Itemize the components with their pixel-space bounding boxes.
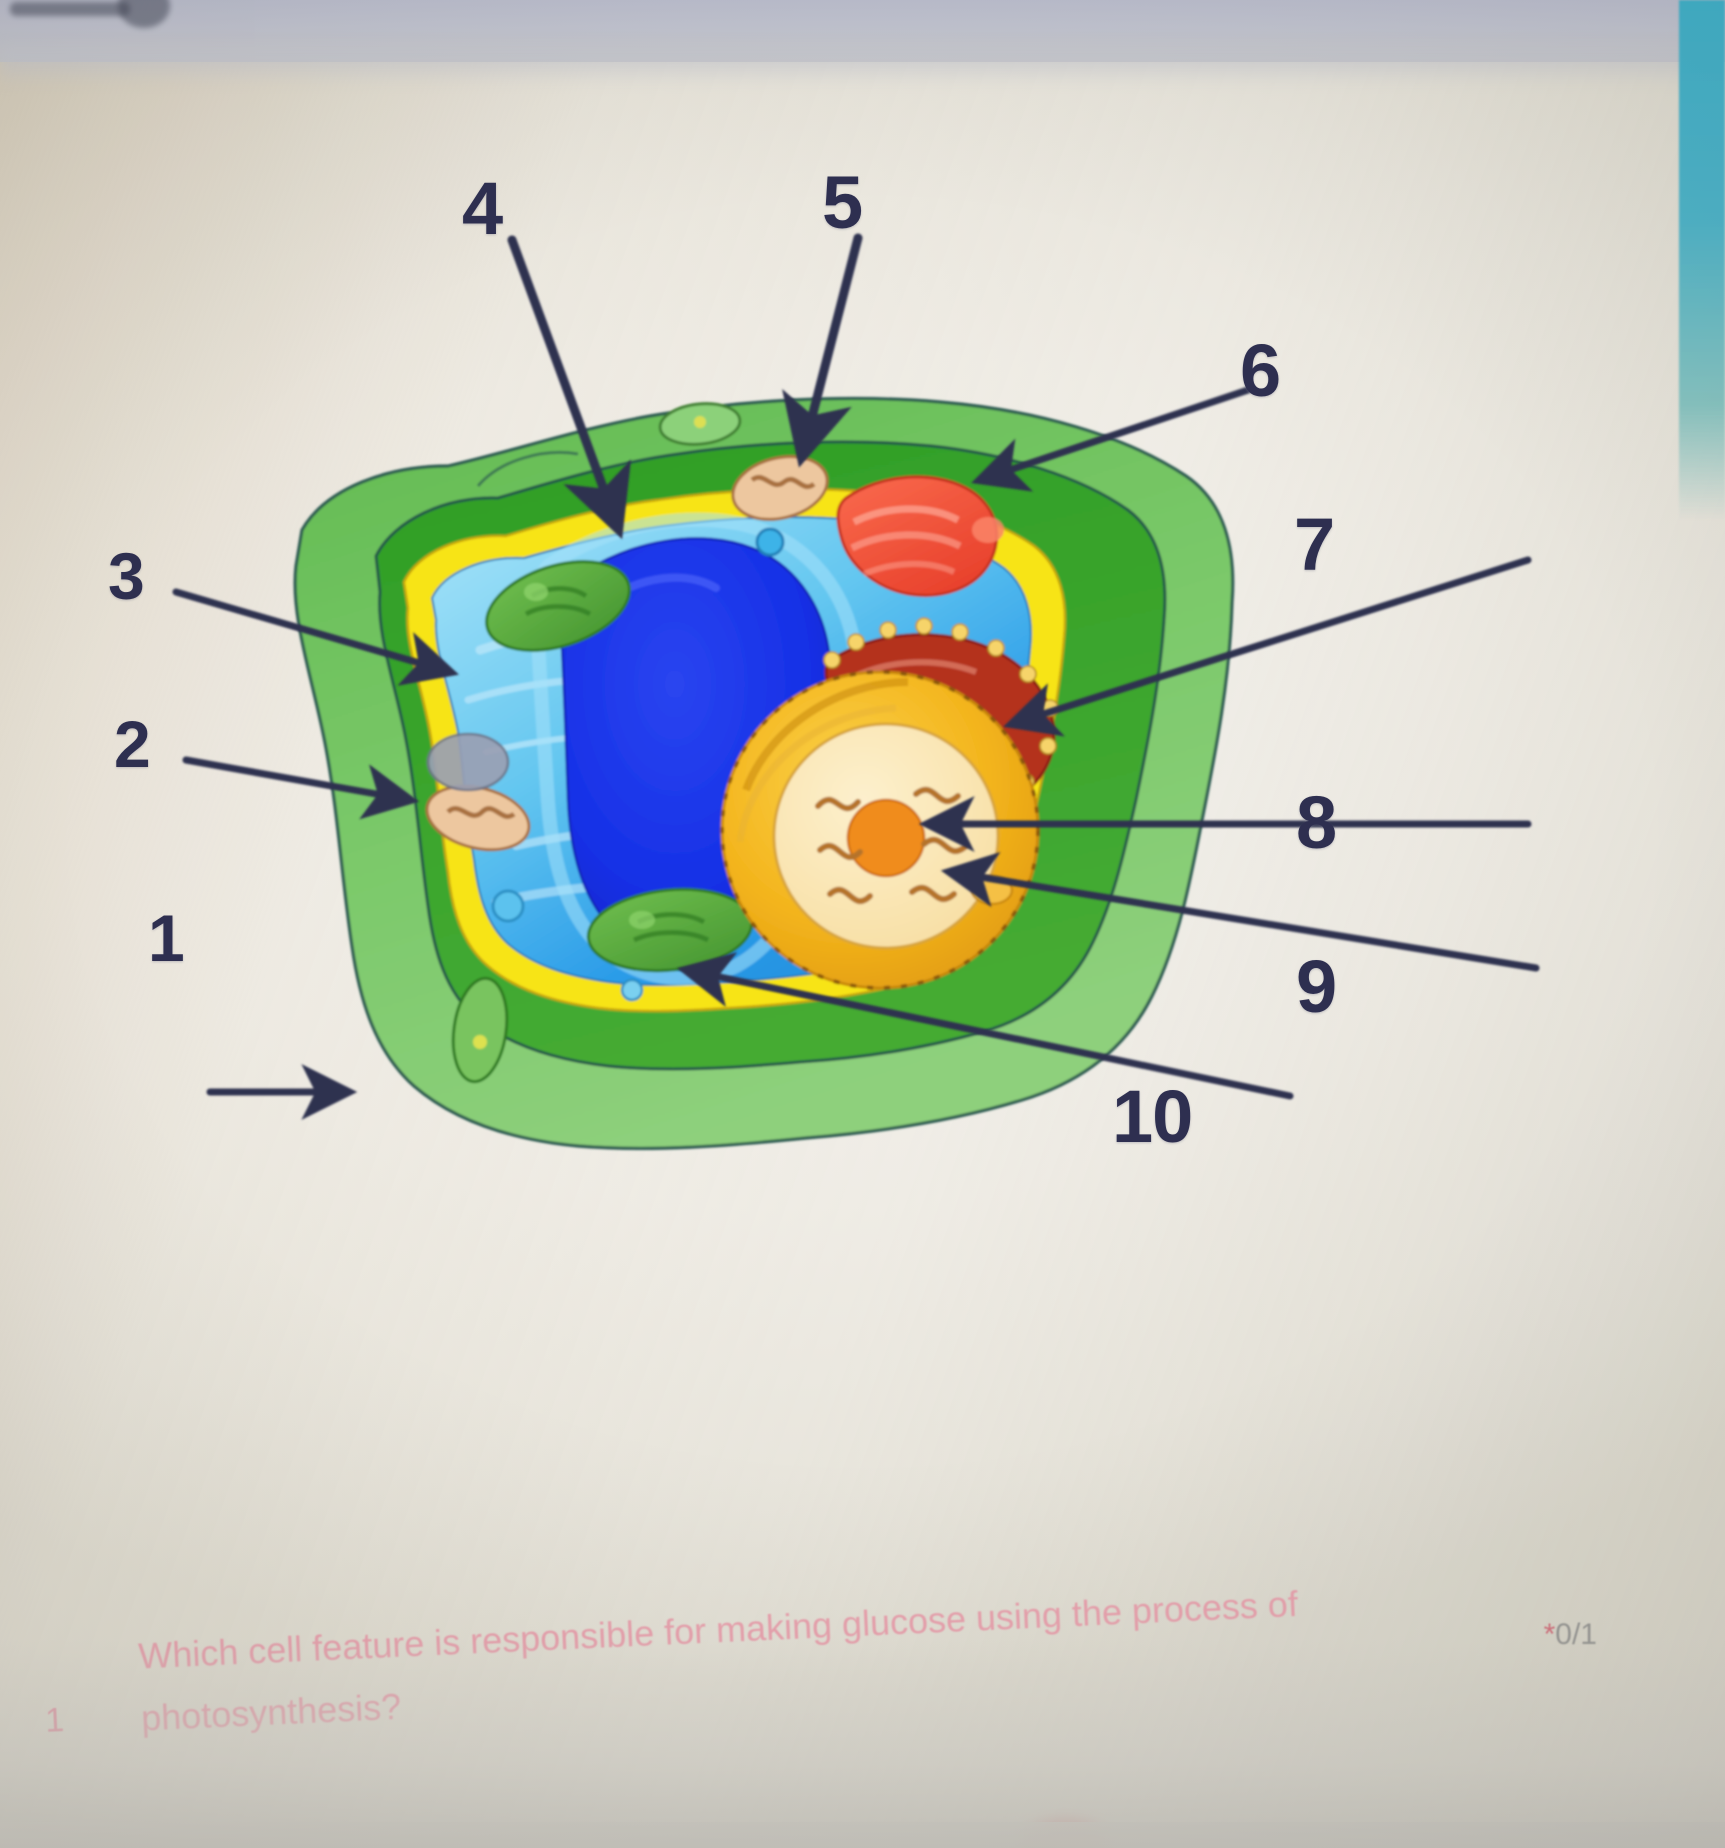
app-bar-blur-edge bbox=[0, 46, 1725, 86]
diagram-label-2: 2 bbox=[114, 706, 151, 782]
vesicle-small-3 bbox=[620, 978, 644, 1002]
vesicle-small-2 bbox=[755, 527, 785, 557]
mitochondrion-upper bbox=[731, 455, 829, 521]
chloroplast-wall bbox=[451, 976, 509, 1084]
chloroplast-upper bbox=[485, 560, 631, 652]
golgi-apparatus bbox=[836, 475, 1004, 598]
required-asterisk: * bbox=[1544, 1618, 1556, 1651]
mitochondrion-left bbox=[425, 784, 531, 852]
diagram-label-7: 7 bbox=[1294, 502, 1335, 587]
diagram-label-10: 10 bbox=[1112, 1074, 1193, 1159]
vesicle-small-1 bbox=[491, 889, 525, 923]
app-bar-title-glyph bbox=[10, 2, 130, 16]
diagram-label-9: 9 bbox=[1296, 944, 1337, 1029]
teal-accent-strip bbox=[1679, 0, 1725, 520]
diagram-label-6: 6 bbox=[1240, 328, 1281, 413]
diagram-label-3: 3 bbox=[108, 538, 145, 614]
diagram-label-8: 8 bbox=[1296, 780, 1337, 865]
diagram-label-1: 1 bbox=[148, 900, 185, 976]
chloroplast-lower bbox=[586, 887, 754, 973]
diagram-label-4: 4 bbox=[462, 166, 503, 251]
vesicle-grey bbox=[426, 732, 510, 792]
diagram-label-5: 5 bbox=[822, 160, 863, 245]
